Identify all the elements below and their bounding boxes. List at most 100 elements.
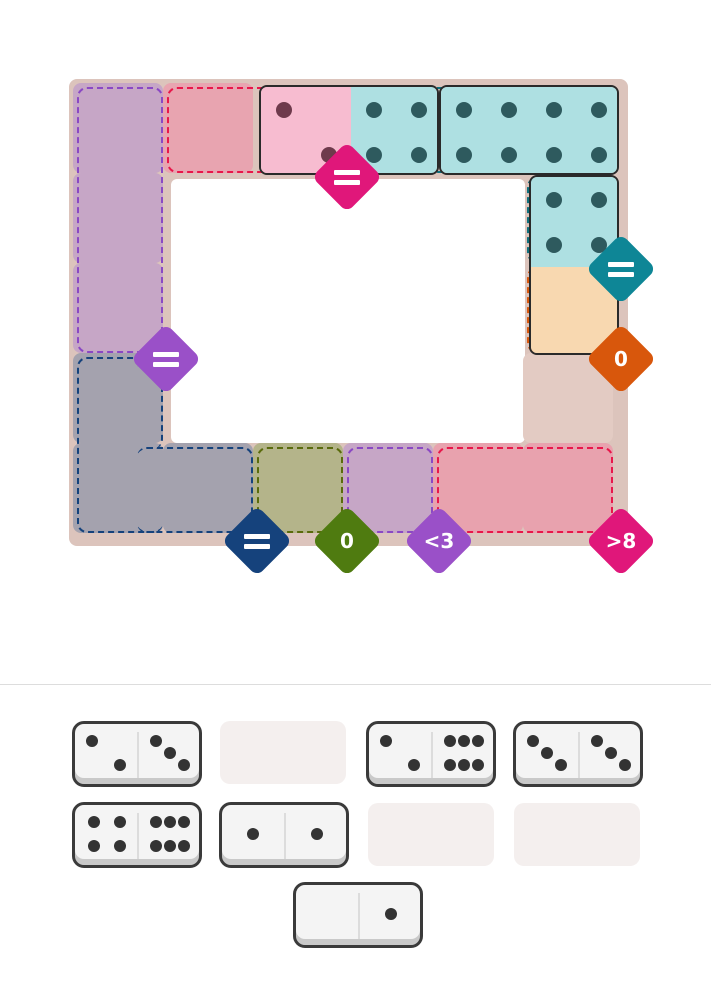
pip-icon: [87, 839, 100, 852]
domino-divider: [431, 732, 433, 778]
pip-icon: [500, 146, 517, 163]
domino-divider: [284, 813, 286, 859]
pip-icon: [458, 758, 470, 771]
badge-pink-top-eq: [311, 141, 383, 213]
equals-icon: [244, 544, 270, 549]
equals-icon: [608, 272, 634, 277]
board-cell[interactable]: [523, 443, 613, 533]
pip-icon: [113, 816, 126, 829]
pip-icon: [500, 101, 517, 118]
tray-domino[interactable]: [219, 802, 349, 868]
badge-label: >8: [605, 529, 637, 553]
diamond-icon: [311, 141, 383, 213]
badge-pink-bottom-gt8: >8: [585, 505, 657, 577]
region-purple-col: [77, 87, 163, 353]
pip-icon: [365, 146, 382, 163]
equals-icon: [334, 180, 360, 185]
pip-icon: [311, 828, 323, 840]
pip-icon: [385, 908, 397, 920]
badge-purple-bottom-lt3: <3: [403, 505, 475, 577]
pip-icon: [471, 758, 484, 771]
pip-icon: [458, 735, 470, 748]
domino-half-4: [351, 87, 437, 173]
pip-icon: [605, 747, 617, 759]
tray-empty-slot: [220, 721, 346, 784]
domino-divider: [358, 893, 360, 939]
pip-icon: [444, 735, 457, 748]
pip-icon: [247, 828, 259, 840]
domino-half-4: [441, 87, 531, 173]
pip-icon: [113, 839, 126, 852]
pip-icon: [410, 146, 427, 163]
pip-icon: [541, 747, 553, 759]
pip-icon: [380, 735, 393, 748]
badge-label: <3: [423, 529, 455, 553]
badge-teal-right-eq: [585, 233, 657, 305]
pip-icon: [590, 146, 607, 163]
badge-purple-col-eq: [130, 323, 202, 395]
pip-icon: [164, 816, 176, 829]
badge-navy-eq: [221, 505, 293, 577]
pip-icon: [545, 191, 562, 208]
pip-icon: [618, 758, 631, 771]
pip-icon: [164, 747, 176, 759]
pip-icon: [87, 816, 100, 829]
pip-icon: [545, 101, 562, 118]
equals-icon: [153, 362, 179, 367]
region-pink-bottom: [437, 447, 613, 533]
pip-icon: [113, 758, 126, 771]
pip-icon: [177, 816, 190, 829]
region-navy-l-foot: [137, 447, 253, 533]
pip-icon: [177, 758, 190, 771]
tray-empty-slot: [514, 803, 640, 866]
region-olive-bottom: [257, 447, 343, 533]
tray-domino[interactable]: [366, 721, 496, 787]
tray-domino[interactable]: [293, 882, 423, 948]
pip-icon: [590, 101, 607, 118]
pip-icon: [275, 101, 292, 118]
pip-icon: [150, 839, 163, 852]
board-cell[interactable]: [163, 443, 253, 533]
pip-icon: [471, 735, 484, 748]
board-cell[interactable]: [73, 173, 163, 263]
tray-domino[interactable]: [72, 721, 202, 787]
pip-icon: [545, 146, 562, 163]
domino-divider: [137, 732, 139, 778]
pip-icon: [545, 236, 562, 253]
domino-divider: [137, 813, 139, 859]
board-cell[interactable]: [163, 83, 253, 173]
domino-half-4: [531, 87, 617, 173]
pip-icon: [365, 101, 382, 118]
tray-domino[interactable]: [513, 721, 643, 787]
equals-icon: [334, 170, 360, 175]
board-cell[interactable]: [73, 83, 163, 173]
pip-icon: [86, 735, 99, 748]
diamond-icon: [130, 323, 202, 395]
equals-icon: [608, 262, 634, 267]
badge-label: 0: [614, 347, 628, 371]
tray-empty-slot: [368, 803, 494, 866]
board-cell[interactable]: [73, 263, 163, 353]
board-cell[interactable]: [73, 443, 163, 533]
board-center-hole: [171, 179, 525, 443]
pip-icon: [407, 758, 420, 771]
puzzle-board: 0 0 <3 >8: [69, 79, 657, 577]
pip-icon: [150, 816, 163, 829]
pip-icon: [554, 758, 567, 771]
pip-icon: [455, 101, 472, 118]
region-navy-l: [77, 357, 163, 533]
placed-domino[interactable]: [439, 85, 619, 175]
pip-icon: [164, 839, 176, 852]
pip-icon: [410, 101, 427, 118]
diamond-icon: [221, 505, 293, 577]
section-divider: [0, 684, 711, 685]
pip-icon: [590, 236, 607, 253]
badge-label: 0: [340, 529, 354, 553]
pip-icon: [177, 839, 190, 852]
tray-domino[interactable]: [72, 802, 202, 868]
region-purple-bottom: [347, 447, 433, 533]
equals-icon: [153, 352, 179, 357]
pip-icon: [590, 191, 607, 208]
pip-icon: [455, 146, 472, 163]
badge-orange-right-0: 0: [585, 323, 657, 395]
